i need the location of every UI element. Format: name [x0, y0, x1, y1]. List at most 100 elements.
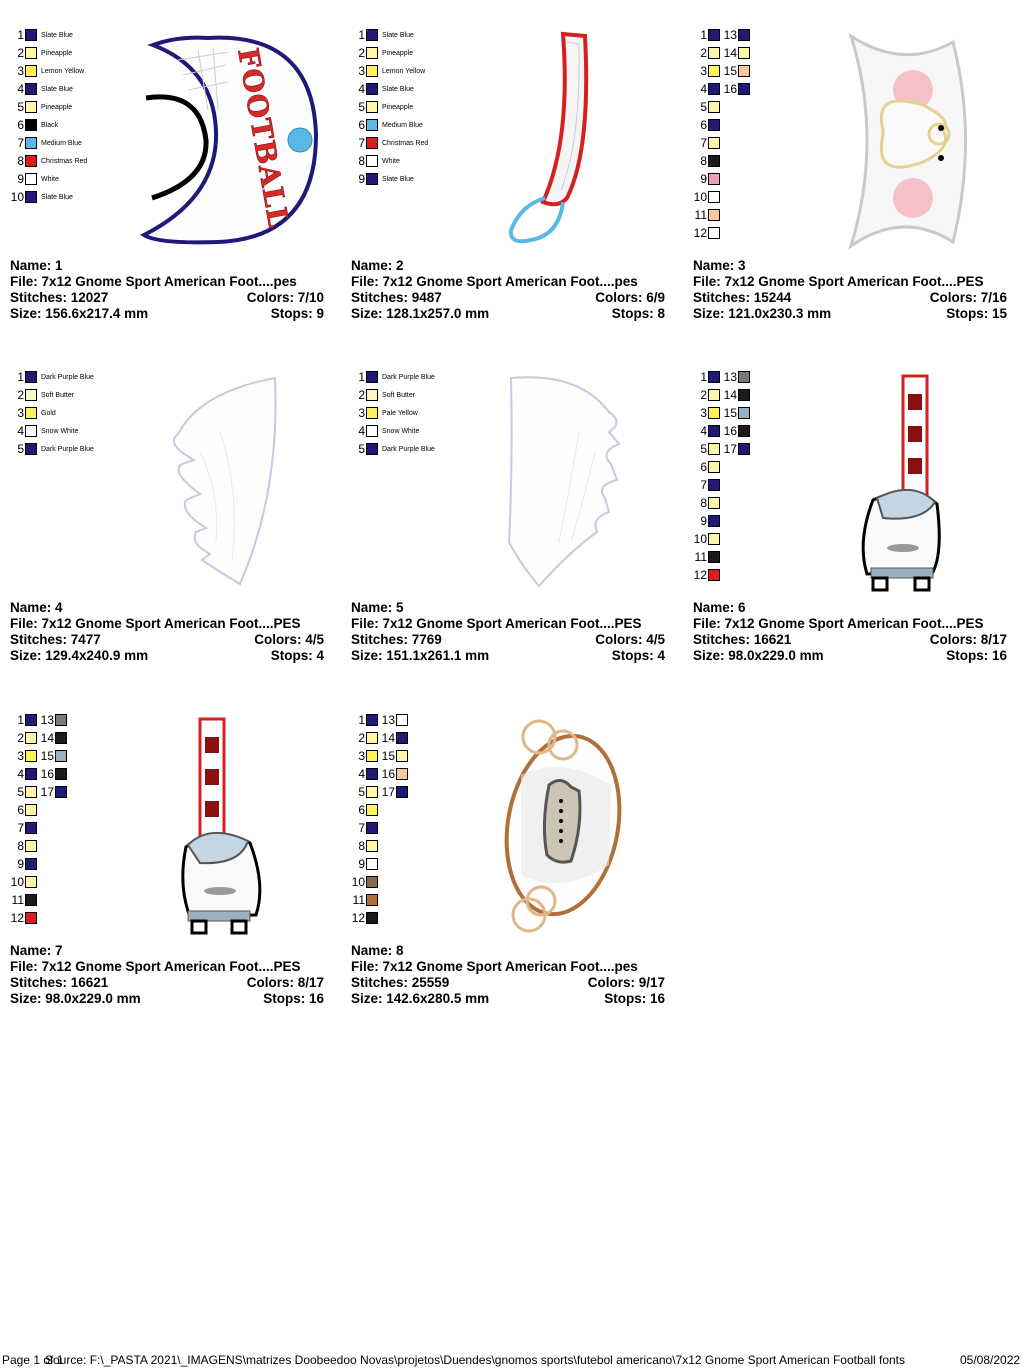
swatch-number: 8 — [358, 839, 365, 853]
color-swatch — [366, 29, 378, 41]
swatch-number: 14 — [381, 731, 395, 745]
swatch-number: 3 — [700, 406, 707, 420]
design-stops: Stops: 16 — [263, 991, 324, 1006]
color-swatch-row: 1 — [10, 711, 37, 729]
color-swatch — [738, 407, 750, 419]
color-swatch-row: 3 — [351, 747, 378, 765]
color-swatch — [396, 750, 408, 762]
color-swatch-row: 7 — [351, 819, 378, 837]
swatch-number: 11 — [11, 893, 24, 907]
color-swatch — [25, 101, 37, 113]
color-swatch-row: 4 — [693, 80, 720, 98]
color-swatch-row: 2 — [693, 44, 720, 62]
color-swatch-row: 9 — [693, 170, 720, 188]
color-swatch-row: 14 — [707, 44, 750, 62]
design-size: Size: 156.6x217.4 mm — [10, 306, 149, 321]
color-swatch — [396, 714, 408, 726]
color-swatch-row: 15 — [707, 62, 750, 80]
swatch-number: 2 — [700, 46, 707, 60]
color-swatch-row: 14 — [24, 729, 67, 747]
design-preview-hat-tip — [508, 31, 589, 244]
swatch-number: 16 — [723, 82, 737, 96]
swatch-number: 11 — [352, 893, 365, 907]
color-swatch — [25, 768, 37, 780]
color-swatch — [366, 425, 378, 437]
swatch-thread-name: Lemon Yellow — [382, 67, 426, 75]
color-swatch — [738, 443, 750, 455]
color-swatch — [738, 389, 750, 401]
swatch-number: 5 — [358, 100, 365, 114]
color-swatch-row: 3 — [693, 62, 720, 80]
swatch-number: 17 — [723, 442, 737, 456]
design-info: Name: 2 File: 7x12 Gnome Sport American … — [351, 258, 665, 322]
color-swatch-row: 6 — [351, 801, 378, 819]
color-swatch — [25, 119, 37, 131]
color-swatch — [708, 497, 720, 509]
color-swatch — [708, 407, 720, 419]
design-colors: Colors: 8/17 — [246, 975, 324, 990]
color-swatch — [366, 768, 378, 780]
swatch-number: 4 — [700, 82, 707, 96]
swatch-number: 4 — [17, 424, 24, 438]
swatch-number: 2 — [17, 46, 24, 60]
design-info: Name: 4 File: 7x12 Gnome Sport American … — [10, 600, 324, 664]
color-swatch-row: 16 — [707, 422, 750, 440]
design-name: Name: 2 — [351, 258, 404, 273]
color-swatch-row: 11 — [10, 891, 37, 909]
design-colors: Colors: 7/16 — [929, 290, 1007, 305]
color-swatch — [708, 515, 720, 527]
swatch-number: 4 — [17, 82, 24, 96]
design-stitches: Stitches: 12027 — [10, 290, 109, 305]
color-swatch-row: 9 — [693, 512, 720, 530]
swatch-number: 11 — [694, 208, 707, 222]
design-file: File: 7x12 Gnome Sport American Foot....… — [10, 616, 301, 631]
design-file: File: 7x12 Gnome Sport American Foot....… — [693, 274, 984, 289]
color-swatch-row: 3 — [10, 747, 37, 765]
color-swatch — [366, 786, 378, 798]
color-swatch — [396, 768, 408, 780]
color-swatch — [25, 912, 37, 924]
color-swatch — [366, 876, 378, 888]
color-swatch — [25, 750, 37, 762]
design-file: File: 7x12 Gnome Sport American Foot....… — [351, 959, 638, 974]
color-swatch — [25, 65, 37, 77]
color-swatch — [708, 65, 720, 77]
color-swatch-row: 6 Black — [10, 116, 87, 134]
swatch-number: 6 — [17, 118, 24, 132]
color-swatch — [366, 155, 378, 167]
color-swatch — [708, 83, 720, 95]
color-swatch — [25, 191, 37, 203]
swatch-thread-name: Soft Butter — [41, 391, 75, 399]
design-file: File: 7x12 Gnome Sport American Foot....… — [10, 274, 297, 289]
design-stops: Stops: 15 — [946, 306, 1007, 321]
footer-page-number: Page 1 of 1 — [2, 1353, 64, 1367]
swatch-number: 3 — [358, 406, 365, 420]
color-swatch-row: 15 — [365, 747, 408, 765]
color-swatch — [708, 569, 720, 581]
color-swatch — [366, 119, 378, 131]
color-swatch — [25, 443, 37, 455]
swatch-number: 16 — [723, 424, 737, 438]
color-swatch — [366, 371, 378, 383]
color-swatch — [366, 804, 378, 816]
color-swatch-row: 14 — [707, 386, 750, 404]
swatch-thread-name: Dark Purple Blue — [41, 373, 94, 381]
color-swatch — [25, 155, 37, 167]
swatch-number: 3 — [700, 64, 707, 78]
swatch-number: 15 — [723, 64, 737, 78]
swatch-number: 16 — [40, 767, 54, 781]
color-swatch — [25, 173, 37, 185]
color-swatch-row: 7 — [693, 134, 720, 152]
swatch-number: 9 — [358, 172, 365, 186]
color-swatch — [708, 227, 720, 239]
swatch-thread-name: Black — [41, 121, 59, 129]
design-size: Size: 98.0x229.0 mm — [693, 648, 824, 663]
design-name: Name: 3 — [693, 258, 746, 273]
